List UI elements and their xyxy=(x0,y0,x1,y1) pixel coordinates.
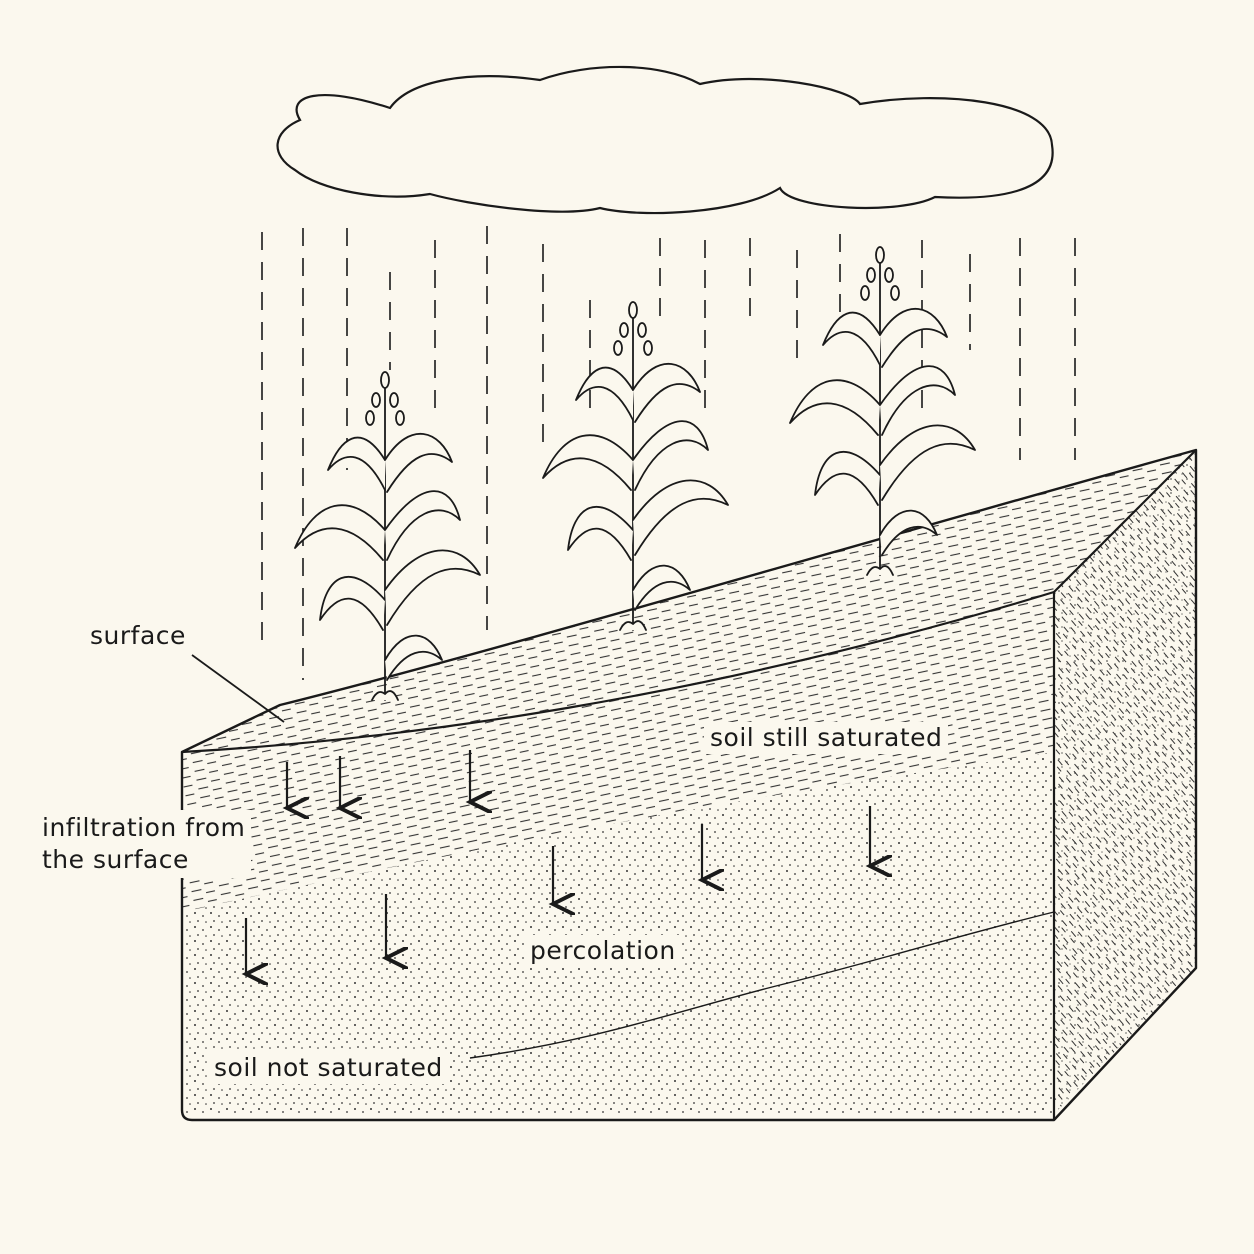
corn-plant-icon xyxy=(294,371,481,701)
label-infiltration: infiltration from the surface xyxy=(36,810,252,878)
surface-leader-line xyxy=(191,654,285,723)
label-surface: surface xyxy=(90,621,186,650)
label-soil-not-saturated: soil not saturated xyxy=(208,1052,449,1084)
label-infiltration-line1: infiltration from xyxy=(42,813,246,842)
label-soil-saturated: soil still saturated xyxy=(704,722,949,754)
label-percolation: percolation xyxy=(524,935,682,967)
flow-arrows xyxy=(246,750,870,974)
label-infiltration-line2: the surface xyxy=(42,845,189,874)
soil-block xyxy=(180,448,1198,1122)
cloud-icon xyxy=(276,65,1054,215)
corn-plant-icon xyxy=(542,301,729,631)
